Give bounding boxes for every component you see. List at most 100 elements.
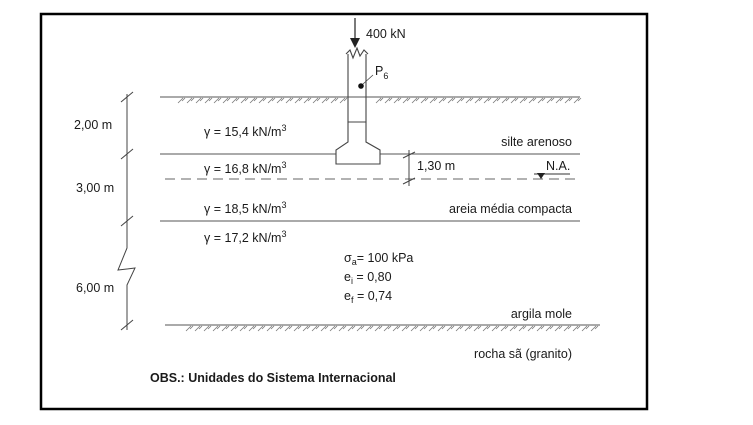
hatch-mark [276,97,283,104]
hatch-mark [293,325,300,332]
hatch-mark [316,97,321,102]
hatch-mark [474,97,481,104]
hatch-mark [550,97,555,102]
hatch-mark [285,97,292,104]
hatch-mark [510,97,517,104]
hatch-mark [559,97,564,102]
hatch-mark [307,97,312,102]
hatch-mark [531,325,536,330]
hatch-mark [217,97,222,102]
hatch-mark [330,97,337,104]
hatch-mark [347,325,354,332]
depth-dimension-line [117,91,136,331]
hatch-mark [491,325,498,332]
hatch-mark [438,97,445,104]
unit-weight-layer-1: γ = 15,4 kN/m3 [204,123,286,139]
hatch-mark [411,97,418,104]
hatch-mark [356,325,363,332]
hatch-mark [594,325,599,330]
hatch-mark [567,325,572,330]
hatch-mark [432,325,437,330]
hatch-mark [297,325,302,330]
thickness-layer-4: 6,00 m [76,281,114,295]
hatch-mark [437,325,444,332]
clay-prop-ei: ei = 0,80 [344,270,392,286]
hatch-mark [365,325,372,332]
hatch-mark [225,325,230,330]
hatch-mark [429,97,436,104]
hatch-mark [563,325,570,332]
hatch-mark [473,325,480,332]
hatch-mark [375,97,382,104]
hatch-mark [181,97,186,102]
hatch-mark [423,325,428,330]
hatch-mark [275,325,282,332]
hatch-mark [198,325,203,330]
hatch-mark [360,325,365,330]
hatch-mark [500,325,507,332]
hatch-mark [455,325,462,332]
hatch-mark [226,97,231,102]
hatch-mark [424,97,429,102]
hatch-mark [369,325,374,330]
hatch-mark [396,325,401,330]
hatch-mark [338,325,345,332]
hatch-mark [581,325,588,332]
hatch-mark [374,325,381,332]
hatch-mark [441,325,446,330]
thickness-layer-1: 2,00 m [74,118,112,132]
hatch-mark [468,325,473,330]
hatch-mark [482,325,489,332]
hatch-mark [495,325,500,330]
hatch-mark [324,325,329,330]
hatch-mark [351,325,356,330]
hatch-mark [513,325,518,330]
hatch-mark [519,97,526,104]
hatch-mark [312,97,319,104]
hatch-mark [415,97,420,102]
hatch-mark [208,97,213,102]
hatch-mark [222,97,229,104]
hatch-mark [477,325,482,330]
hatch-mark [248,325,255,332]
hatch-mark [195,97,202,104]
hatch-mark [576,325,581,330]
hatch-mark [239,325,246,332]
hatch-mark [339,97,346,104]
hatch-mark [555,97,562,104]
hatch-mark [392,325,399,332]
hatch-mark [185,325,192,332]
hatch-mark [447,97,454,104]
soil-name-layer-4: argila mole [511,307,572,321]
hatch-mark [288,325,293,330]
hatch-mark [302,325,309,332]
hatch-mark [433,97,438,102]
hatch-mark [252,325,257,330]
hatch-mark [573,97,580,104]
hatch-mark [523,97,528,102]
hatch-mark [393,97,400,104]
hatch-mark [464,325,471,332]
bedrock-label: rocha sã (granito) [474,347,572,361]
hatch-mark [483,97,490,104]
hatch-mark [270,325,275,330]
hatch-mark [428,325,435,332]
hatch-mark [230,325,237,332]
wt-depth-dimension [402,150,416,186]
hatch-mark [333,325,338,330]
water-table-triangle-icon [537,173,545,179]
hatch-mark [329,325,336,332]
hatch-mark [528,97,535,104]
hatch-mark [311,325,318,332]
hatch-mark [469,97,474,102]
hatch-mark [546,97,553,104]
soil-name-layer-3: areia média compacta [449,202,572,216]
hatch-mark [213,97,220,104]
clay-prop-ef: ef = 0,74 [344,289,392,305]
hatch-mark [501,97,508,104]
hatch-mark [199,97,204,102]
figure-border [39,12,649,411]
hatch-mark [590,325,597,332]
hatch-mark [401,325,408,332]
